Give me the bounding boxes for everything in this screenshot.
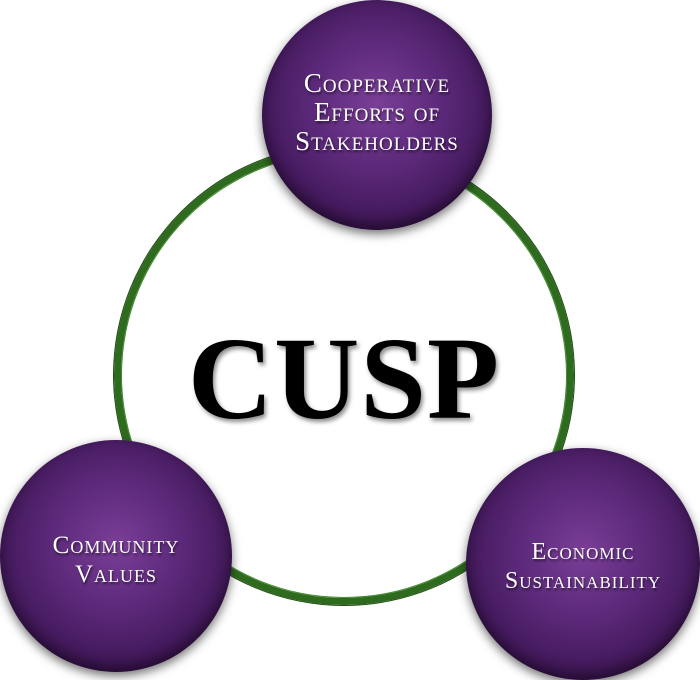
node-economic-sustainability: Economic Sustainability bbox=[466, 448, 700, 680]
node-label-right: Economic Sustainability bbox=[504, 539, 662, 594]
center-label: CUSP bbox=[187, 313, 501, 444]
node-label-left: Community Values bbox=[52, 532, 180, 588]
node-label-top: Cooperative Efforts of Stakeholders bbox=[295, 67, 459, 156]
node-community-values: Community Values bbox=[0, 440, 232, 672]
node-cooperative-efforts: Cooperative Efforts of Stakeholders bbox=[262, 0, 492, 230]
